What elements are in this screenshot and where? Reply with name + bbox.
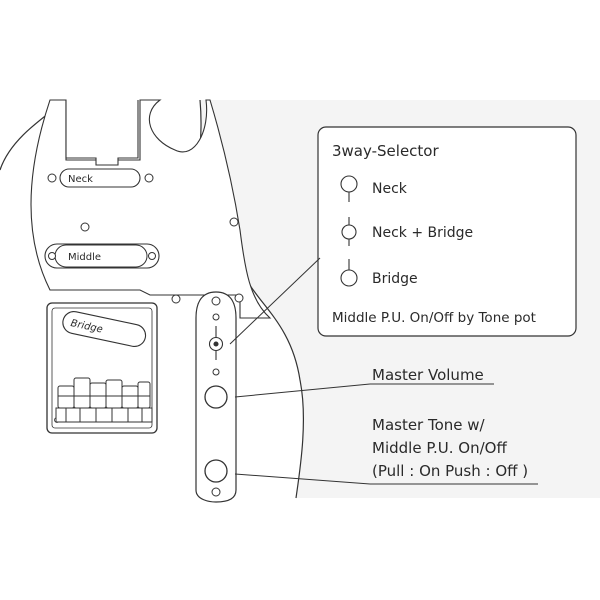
saddle	[121, 385, 139, 409]
volume-leader	[234, 383, 371, 398]
neck-pickup: Neck	[47, 168, 154, 188]
master-tone-label-line2: Middle P.U. On/Off	[372, 439, 507, 457]
volume-knob	[204, 385, 228, 409]
tone-knob	[204, 459, 228, 483]
control-plate-screw	[211, 487, 221, 497]
screw	[80, 222, 90, 232]
selector-neck-icon	[340, 175, 358, 202]
selector-switch	[208, 326, 224, 360]
selector-leader	[229, 257, 321, 345]
leader-lines	[229, 257, 538, 485]
selector-bridge-label: Bridge	[372, 271, 418, 287]
neck-pickup-label: Neck	[68, 174, 93, 185]
bridge-assembly: Bridge	[46, 302, 158, 434]
screw	[171, 294, 181, 304]
master-volume-label: Master Volume	[372, 366, 484, 384]
selector-middle-label: Neck + Bridge	[372, 225, 473, 241]
control-plate	[195, 291, 237, 503]
selector-neck-label: Neck	[372, 181, 408, 197]
saddle	[73, 377, 91, 409]
master-tone-label-line3: (Pull : On Push : Off )	[372, 462, 528, 480]
middle-pickup-label: Middle	[68, 252, 101, 263]
middle-pickup: Middle	[44, 243, 160, 269]
selector-legend-footer: Middle P.U. On/Off by Tone pot	[332, 310, 536, 326]
selector-legend: 3way-Selector Neck Neck + Bridge Bridge …	[317, 126, 577, 337]
neck-pocket	[65, 100, 139, 166]
screw	[229, 217, 239, 227]
master-tone-label-line1: Master Tone w/	[372, 416, 486, 434]
tone-leader	[234, 473, 371, 485]
screw	[234, 293, 244, 303]
saddle	[105, 379, 123, 409]
selector-middle-icon	[341, 217, 357, 246]
control-plate-screw	[211, 296, 221, 306]
selector-bridge-icon	[340, 259, 358, 287]
saddle	[137, 381, 151, 409]
saddle	[57, 385, 75, 409]
bridge-saddles	[55, 377, 153, 423]
bridge-pickup	[62, 311, 147, 348]
selector-legend-title: 3way-Selector	[332, 142, 439, 160]
selector-legend-frame	[317, 126, 577, 337]
